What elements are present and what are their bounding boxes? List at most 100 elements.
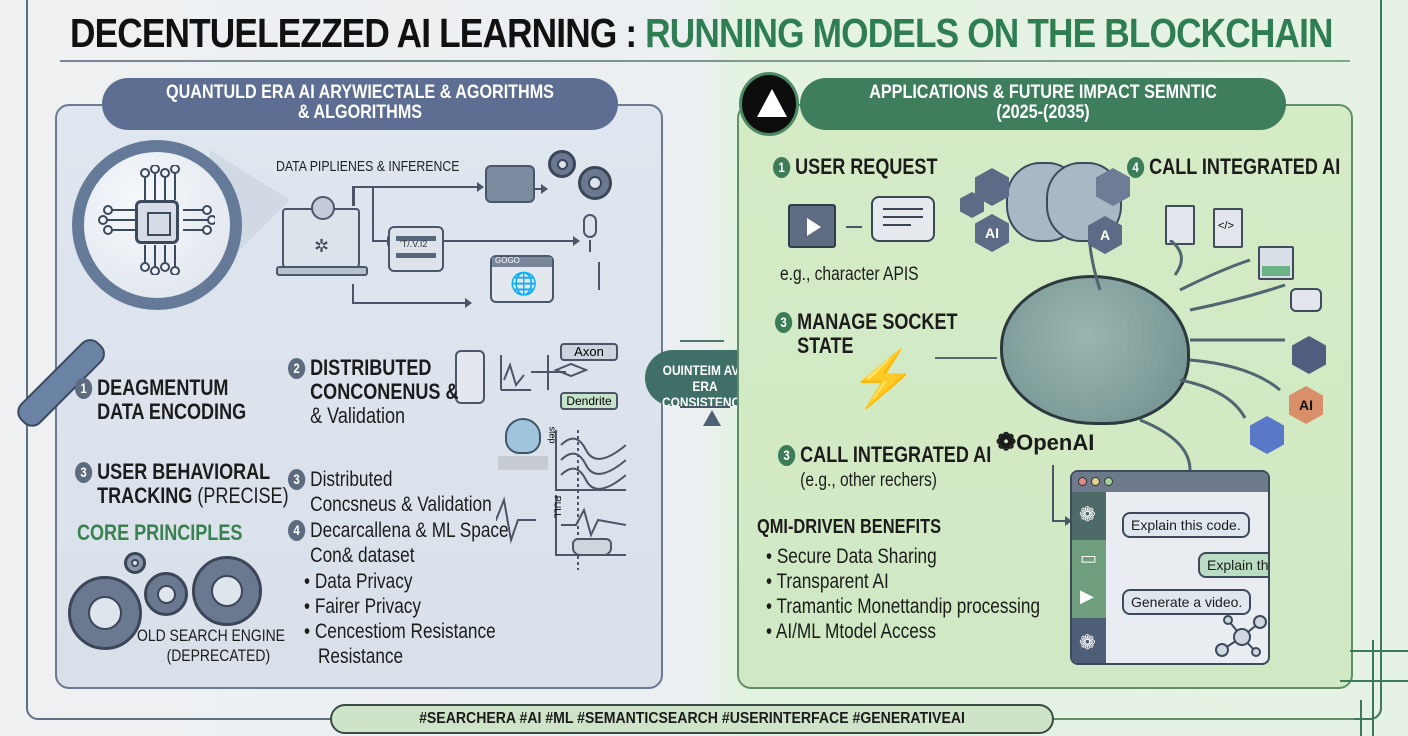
item-subtitle: DATA ENCODING xyxy=(97,399,247,424)
anthropic-label: AI xyxy=(1299,397,1313,413)
circuit-decoration xyxy=(1350,650,1408,652)
number-badge: 3 xyxy=(75,462,93,483)
chat-bubble-assistant: Explain this code. xyxy=(1198,552,1268,578)
synapse-icon xyxy=(505,418,541,454)
number-badge: 1 xyxy=(75,378,93,399)
left-header-line2: & ALGORITHMS xyxy=(297,102,423,123)
right-panel-header: APPLICATIONS & FUTURE IMPACT SEMNTIC (20… xyxy=(800,78,1286,130)
item-title: MANAGE SOCKET xyxy=(797,309,958,334)
bullet-continuation: Resistance xyxy=(317,645,404,668)
circuit-decoration xyxy=(1360,700,1362,736)
close-dot-icon[interactable] xyxy=(1078,477,1087,486)
mic-stand xyxy=(589,240,591,252)
title-separator: : xyxy=(625,10,637,56)
old-search-engine-label: OLD SEARCH ENGINE (DEPRECATED) xyxy=(137,626,285,666)
chart-label-pull: PULL xyxy=(552,495,563,519)
number-badge: 3 xyxy=(288,469,306,490)
sidebar-chat-icon[interactable]: ▭▶ xyxy=(1072,540,1106,618)
benefit-item: Secure Data Sharing xyxy=(766,544,1040,569)
number-badge: 4 xyxy=(288,520,306,541)
title-part1: DECENTUELEZZED AI LEARNING xyxy=(70,10,617,56)
sidebar-openai-icon[interactable]: ❁ xyxy=(1072,492,1106,540)
pipeline-arrow xyxy=(372,236,394,246)
arrow-text-line1: OUINTEIM AVE ERA xyxy=(662,362,748,394)
axon-label: Axon xyxy=(560,343,618,361)
network-node-icon xyxy=(1215,615,1267,657)
item-title: USER BEHAVIORAL xyxy=(97,459,271,484)
item-title: Decarcallena & ML Space xyxy=(310,519,509,542)
gear-icon xyxy=(548,150,576,178)
brain-output-arrows xyxy=(1088,240,1286,471)
pipeline-connector xyxy=(598,262,600,290)
browser-icon: GOGO 🌐 xyxy=(490,255,554,303)
image-icon xyxy=(1258,246,1294,280)
chart-label-step: step xyxy=(547,426,558,444)
openai-knot-icon: ❁ xyxy=(996,429,1017,456)
data-box-text: 'T/.V.I2 xyxy=(400,239,428,249)
footer-rule xyxy=(60,718,330,720)
connector-arrow-right xyxy=(680,340,724,342)
number-badge: 1 xyxy=(773,157,791,178)
item-subtitle: Con& dataset xyxy=(310,544,415,567)
title-part2: RUNNING MODELS ON THE BLOCKCHAIN xyxy=(645,10,1333,56)
item-title: USER REQUEST xyxy=(795,154,938,179)
benefits-heading: QMI-DRIVEN BENEFITS xyxy=(757,516,942,538)
benefit-item: AI/ML Mtodel Access xyxy=(766,619,1040,644)
code-file-icon: </> xyxy=(1213,208,1243,248)
dendrite-label: Dendrite xyxy=(560,392,618,410)
pipeline-connector xyxy=(352,284,354,304)
chip-icon xyxy=(135,200,179,244)
globe-icon: 🌐 xyxy=(510,271,538,296)
title-divider xyxy=(60,60,1350,62)
browser-tab-text: GOGO xyxy=(495,256,520,265)
hex-label: AI xyxy=(985,225,999,241)
old-engine-line1: OLD SEARCH ENGINE xyxy=(137,626,285,645)
hex-label: A xyxy=(1099,227,1111,243)
chat-sidebar: ❁ ▭▶ ❁ xyxy=(1072,492,1106,663)
pipeline-label: DATA PIPLIENES & INFERENCE xyxy=(276,158,460,175)
hashtag-text: #SEARCHERA #AI #ML #SEMANTICSEARCH #USER… xyxy=(419,710,965,727)
bullet-item: Fairer Privacy xyxy=(304,594,496,619)
code-glyph: </> xyxy=(1218,220,1234,232)
benefit-item: Tramantic Monettandip processing xyxy=(766,594,1041,619)
minimize-dot-icon[interactable] xyxy=(1091,477,1100,486)
item-title: DEAGMENTUM xyxy=(97,375,229,400)
number-badge: 2 xyxy=(288,358,306,379)
bug-icon: ✲ xyxy=(314,236,330,256)
item-title: CALL INTEGRATED AI xyxy=(800,442,992,467)
pipeline-arrow xyxy=(530,184,548,194)
brain-to-socket-arrow xyxy=(935,357,997,359)
maximize-dot-icon[interactable] xyxy=(1104,477,1113,486)
data-box-icon: 'T/.V.I2 xyxy=(388,226,444,272)
circuit-decoration xyxy=(1340,680,1408,682)
number-badge: 3 xyxy=(778,445,796,466)
chat-window[interactable]: ❁ ▭▶ ❁ Explain this code. Explain this c… xyxy=(1070,470,1270,665)
pipeline-arrow xyxy=(352,298,472,308)
number-badge: 3 xyxy=(775,312,793,333)
microphone-icon xyxy=(583,214,597,238)
laptop-base-icon xyxy=(276,266,368,276)
benefit-item: Transparent AI xyxy=(766,569,1040,594)
openai-label: OpenAI xyxy=(1016,430,1095,455)
footer-rule xyxy=(1054,718,1354,720)
user-request-example: e.g., character APIS xyxy=(780,264,919,285)
pipeline-connector xyxy=(372,186,374,240)
triangle-marker-icon xyxy=(703,410,721,426)
sidebar-openai-icon[interactable]: ❁ xyxy=(1072,618,1106,663)
hashtag-bar: #SEARCHERA #AI #ML #SEMANTICSEARCH #USER… xyxy=(330,704,1054,734)
platform-icon xyxy=(572,538,612,556)
item-subtitle: TRACKING xyxy=(97,483,193,508)
gpu-icon xyxy=(485,165,535,203)
openai-logo: ❁OpenAI xyxy=(996,428,1094,457)
network-badge-icon xyxy=(311,196,335,220)
connector-arrow-left xyxy=(680,406,730,408)
bullet-item: Data Privacy xyxy=(304,569,496,594)
page-title: DECENTUELEZZED AI LEARNING : RUNNING MOD… xyxy=(70,10,1333,57)
circuit-traces-icon xyxy=(98,165,215,275)
